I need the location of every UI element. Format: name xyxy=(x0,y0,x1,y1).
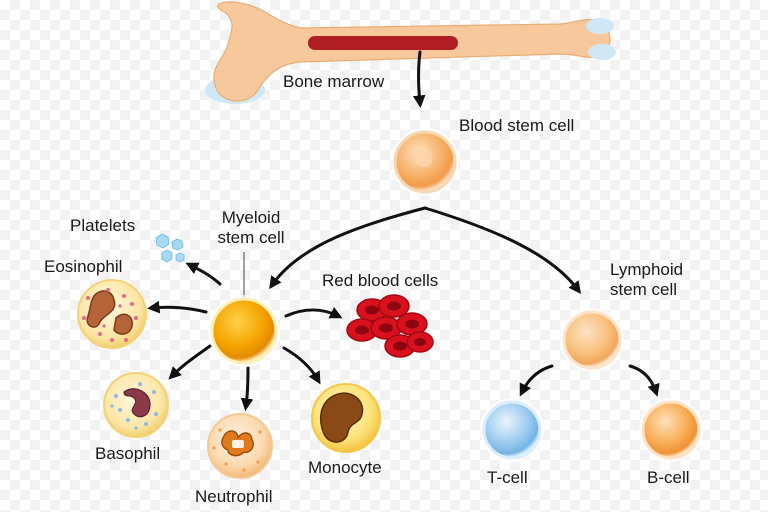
arrow-marrow-to-stem xyxy=(412,50,426,109)
arrow-stem-to-myeloid xyxy=(269,206,427,290)
arrow-to-platelets xyxy=(185,262,222,286)
label-bone-marrow: Bone marrow xyxy=(283,72,385,91)
flow-arrows xyxy=(146,50,660,411)
label-neutrophil: Neutrophil xyxy=(195,487,273,506)
red-blood-cells-icon xyxy=(346,294,434,358)
label-myeloid-stem-cell: Myeloid stem cell xyxy=(206,208,296,248)
arrow-to-eosinophil xyxy=(146,300,208,314)
arrow-to-neutrophil xyxy=(240,366,254,411)
label-myeloid-line1: Myeloid xyxy=(221,208,281,227)
label-lymphoid-stem-cell: Lymphoid stem cell xyxy=(610,260,683,300)
label-b-cell: B-cell xyxy=(647,468,690,487)
t-cell-icon xyxy=(480,398,544,462)
arrow-to-monocyte xyxy=(282,346,321,385)
basophil-icon xyxy=(103,372,169,438)
bone-icon xyxy=(205,1,616,104)
arrow-to-red-cells xyxy=(284,306,343,319)
label-basophil: Basophil xyxy=(95,444,161,463)
label-eosinophil: Eosinophil xyxy=(44,257,123,276)
label-blood-stem-cell: Blood stem cell xyxy=(459,116,575,135)
arrow-stem-to-lymphoid xyxy=(423,206,581,295)
blood-stem-cell-icon xyxy=(391,128,459,196)
arrow-to-b-cell xyxy=(628,364,660,397)
arrow-to-t-cell xyxy=(519,364,554,397)
myeloid-stem-cell-icon xyxy=(208,295,280,367)
label-lymphoid-line2: stem cell xyxy=(610,280,678,299)
neutrophil-icon xyxy=(207,413,273,479)
label-red-blood-cells: Red blood cells xyxy=(322,271,439,290)
label-platelets: Platelets xyxy=(70,216,136,235)
lymphoid-stem-cell-icon xyxy=(560,308,624,372)
label-myeloid-line2: stem cell xyxy=(217,228,285,247)
platelets-icon xyxy=(155,233,185,263)
arrow-to-basophil xyxy=(168,344,212,380)
label-lymphoid-line1: Lymphoid xyxy=(610,260,684,279)
monocyte-icon xyxy=(311,383,381,453)
eosinophil-icon xyxy=(77,279,147,349)
label-t-cell: T-cell xyxy=(487,468,528,487)
b-cell-icon xyxy=(639,398,703,462)
label-monocyte: Monocyte xyxy=(308,458,382,477)
